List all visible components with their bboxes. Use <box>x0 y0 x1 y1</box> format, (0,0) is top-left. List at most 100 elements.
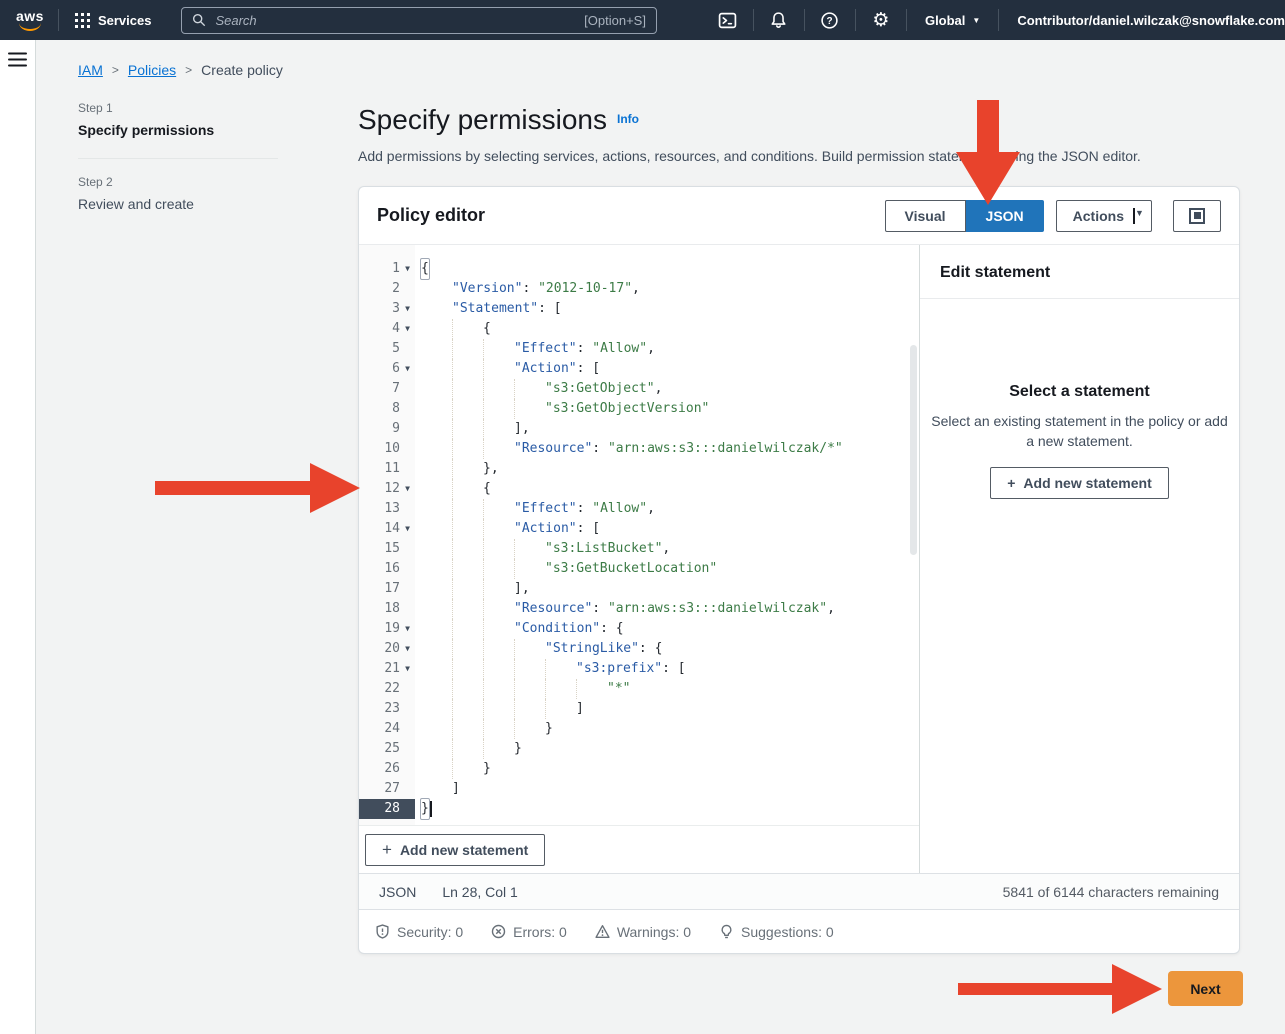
code-line[interactable]: 11}, <box>359 459 919 479</box>
editor-mode-toggle: Visual JSON <box>884 199 1044 232</box>
chevron-down-icon: ▼ <box>1133 207 1144 224</box>
nav-divider <box>752 9 754 31</box>
policy-editor-title: Policy editor <box>377 205 486 225</box>
error-findings[interactable]: Errors: 0 <box>491 924 567 940</box>
breadcrumb-current: Create policy <box>201 62 283 78</box>
warning-findings[interactable]: Warnings: 0 <box>595 924 691 940</box>
code-line[interactable]: 19▼"Condition": { <box>359 619 919 639</box>
settings-button[interactable]: ⚙ <box>856 0 906 40</box>
code-line[interactable]: 20▼"StringLike": { <box>359 639 919 659</box>
code-line[interactable]: 4▼{ <box>359 319 919 339</box>
panel-add-new-statement-button[interactable]: + Add new statement <box>990 467 1169 499</box>
editor-mode-label: JSON <box>379 883 417 900</box>
plus-icon: + <box>382 839 392 859</box>
breadcrumb-iam-link[interactable]: IAM <box>78 62 103 78</box>
code-line[interactable]: 9], <box>359 419 919 439</box>
search-shortcut: [Option+S] <box>584 12 646 28</box>
code-line[interactable]: 15"s3:ListBucket", <box>359 539 919 559</box>
code-line[interactable]: 2"Version": "2012-10-17", <box>392 281 640 296</box>
actions-dropdown-button[interactable]: Actions ▼ <box>1055 199 1152 232</box>
bell-icon <box>771 11 786 28</box>
code-line[interactable]: 8"s3:GetObjectVersion" <box>359 399 919 419</box>
step1-title[interactable]: Specify permissions <box>78 122 215 138</box>
code-line[interactable]: 22"*" <box>359 679 919 699</box>
fold-toggle-icon[interactable]: ▼ <box>405 644 410 653</box>
security-findings[interactable]: Security: 0 <box>375 924 463 940</box>
code-line[interactable]: 7"s3:GetObject", <box>359 379 919 399</box>
help-button[interactable]: ? <box>805 0 855 40</box>
fold-toggle-icon[interactable]: ▼ <box>405 304 410 313</box>
next-button[interactable]: Next <box>1168 971 1243 1006</box>
validation-bar: Security: 0 Errors: 0 Warnings: 0 Sugges… <box>359 909 1239 953</box>
fold-toggle-icon[interactable]: ▼ <box>405 484 410 493</box>
fullscreen-toggle-button[interactable] <box>1173 199 1221 232</box>
select-statement-title: Select a statement <box>1009 383 1150 400</box>
step2-label: Step 2 <box>78 175 113 189</box>
code-line[interactable]: 3▼"Statement": [ <box>359 299 919 319</box>
fold-toggle-icon[interactable]: ▼ <box>405 324 410 333</box>
code-line[interactable]: 18"Resource": "arn:aws:s3:::danielwilcza… <box>359 599 919 619</box>
code-line[interactable]: 10"Resource": "arn:aws:s3:::danielwilcza… <box>359 439 919 459</box>
cancel-button[interactable]: Cancel <box>1078 980 1124 996</box>
terminal-icon <box>719 12 737 28</box>
add-new-statement-button[interactable]: + Add new statement <box>365 833 546 866</box>
select-statement-description: Select an existing statement in the poli… <box>931 413 1228 449</box>
code-line[interactable]: 16"s3:GetBucketLocation" <box>359 559 919 579</box>
account-menu[interactable]: Contributor/daniel.wilczak@snowflake.com <box>1017 12 1285 28</box>
breadcrumb: IAM > Policies > Create policy <box>78 62 283 78</box>
code-line[interactable]: 24} <box>359 719 919 739</box>
code-editor-area[interactable]: 1▼{2"Version": "2012-10-17", 3▼"Statement… <box>359 245 919 825</box>
lightbulb-icon <box>721 924 732 939</box>
code-line[interactable]: 1▼{ <box>359 258 919 280</box>
cloudshell-button[interactable] <box>703 0 753 40</box>
hamburger-menu-icon[interactable] <box>8 52 27 67</box>
region-selector[interactable]: Global ▼ <box>907 13 998 28</box>
tab-json[interactable]: JSON <box>965 199 1044 232</box>
side-nav-rail <box>0 40 36 1034</box>
steps-divider <box>78 158 278 159</box>
add-statement-strip: + Add new statement <box>359 825 919 873</box>
services-label: Services <box>97 12 152 28</box>
code-line[interactable]: 6▼"Action": [ <box>359 359 919 379</box>
info-link[interactable]: Info <box>616 112 639 126</box>
code-line[interactable]: 14▼"Action": [ <box>359 519 919 539</box>
editor-scrollbar[interactable] <box>910 345 917 555</box>
fold-toggle-icon[interactable]: ▼ <box>405 664 410 673</box>
editor-status-bar: JSON Ln 28, Col 1 5841 of 6144 character… <box>359 873 1239 909</box>
code-lines: 1▼{2"Version": "2012-10-17", 3▼"Statement… <box>359 258 919 820</box>
edit-statement-title: Edit statement <box>920 245 1239 299</box>
policy-editor-card: Policy editor Visual JSON Actions ▼ <box>358 186 1240 954</box>
step2-title[interactable]: Review and create <box>78 196 194 212</box>
fold-toggle-icon[interactable]: ▼ <box>405 264 410 273</box>
nav-divider <box>998 9 1000 31</box>
suggestion-findings[interactable]: Suggestions: 0 <box>719 924 834 940</box>
tab-visual[interactable]: Visual <box>884 199 966 232</box>
json-editor: 1▼{2"Version": "2012-10-17", 3▼"Statement… <box>359 245 919 873</box>
fold-toggle-icon[interactable]: ▼ <box>405 364 410 373</box>
aws-logo-text: aws <box>16 7 44 24</box>
code-line[interactable]: 28} <box>359 798 919 820</box>
code-line[interactable]: 27] <box>384 781 460 796</box>
code-line[interactable]: 23] <box>359 699 919 719</box>
code-line[interactable]: 17], <box>359 579 919 599</box>
code-line[interactable]: 13"Effect": "Allow", <box>359 499 919 519</box>
gear-icon: ⚙ <box>872 9 890 31</box>
services-menu-button[interactable]: Services <box>59 0 168 40</box>
code-line[interactable]: 5"Effect": "Allow", <box>359 339 919 359</box>
plus-icon: + <box>1007 475 1016 491</box>
region-label: Global <box>924 12 966 28</box>
search-placeholder: Search <box>215 12 257 28</box>
aws-logo[interactable]: aws <box>16 7 44 31</box>
fold-toggle-icon[interactable]: ▼ <box>405 624 410 633</box>
fold-toggle-icon[interactable]: ▼ <box>405 524 410 533</box>
code-line[interactable]: 26} <box>359 759 919 779</box>
search-input[interactable]: Search [Option+S] <box>181 6 657 34</box>
code-line[interactable]: 21▼"s3:prefix": [ <box>359 659 919 679</box>
code-line[interactable]: 25} <box>359 739 919 759</box>
notifications-button[interactable] <box>754 0 804 40</box>
breadcrumb-policies-link[interactable]: Policies <box>127 62 177 78</box>
code-line[interactable]: 12▼{ <box>359 479 919 499</box>
error-circle-icon <box>491 924 506 939</box>
